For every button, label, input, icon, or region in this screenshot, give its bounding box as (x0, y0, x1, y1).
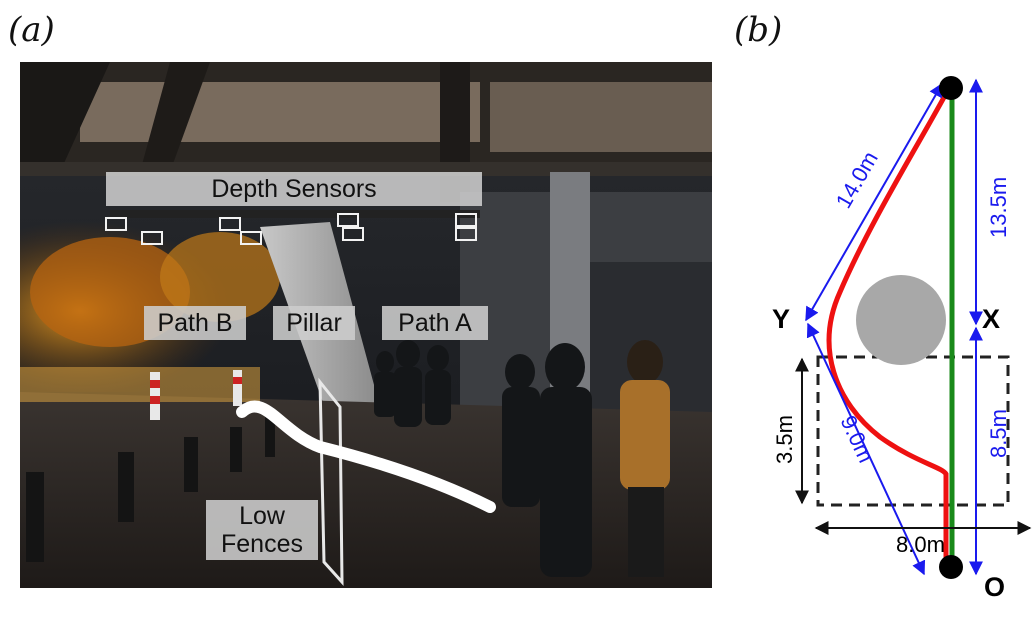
path-diagram: Y X O 14.0m 13.5m 9.0m 8.5m 3.5m 8.0m (730, 62, 1032, 622)
dimension-8m-label: 8.0m (896, 532, 945, 557)
panel-a-label: (a) (8, 10, 55, 50)
point-y-label: Y (772, 304, 790, 334)
dimension-14m-label: 14.0m (831, 147, 883, 212)
dimension-13-5m-label: 13.5m (986, 177, 1011, 238)
pillar-circle (856, 275, 946, 365)
label-path-b: Path B (144, 306, 246, 340)
panel-b-label: (b) (734, 10, 783, 50)
scene-illustration (20, 62, 712, 588)
start-point-dot (939, 76, 963, 100)
label-depth-sensors: Depth Sensors (106, 172, 482, 206)
dimension-9m-label: 9.0m (835, 412, 878, 467)
diagram-svg: Y X O 14.0m 13.5m 9.0m 8.5m 3.5m 8.0m (772, 76, 1032, 602)
dimension-14m-arrow (805, 82, 943, 322)
point-x-label: X (982, 304, 1000, 334)
scene-photo: Depth Sensors Path B Pillar Path A Low F… (20, 62, 712, 588)
dimension-8-5m-label: 8.5m (986, 409, 1011, 458)
dimension-3-5m-label: 3.5m (772, 415, 797, 464)
origin-point-dot (939, 555, 963, 579)
label-low-fences: Low Fences (206, 500, 318, 560)
label-low-fences-text: Low Fences (221, 502, 303, 558)
point-o-label: O (984, 572, 1005, 602)
label-pillar: Pillar (273, 306, 355, 340)
label-path-a: Path A (382, 306, 488, 340)
